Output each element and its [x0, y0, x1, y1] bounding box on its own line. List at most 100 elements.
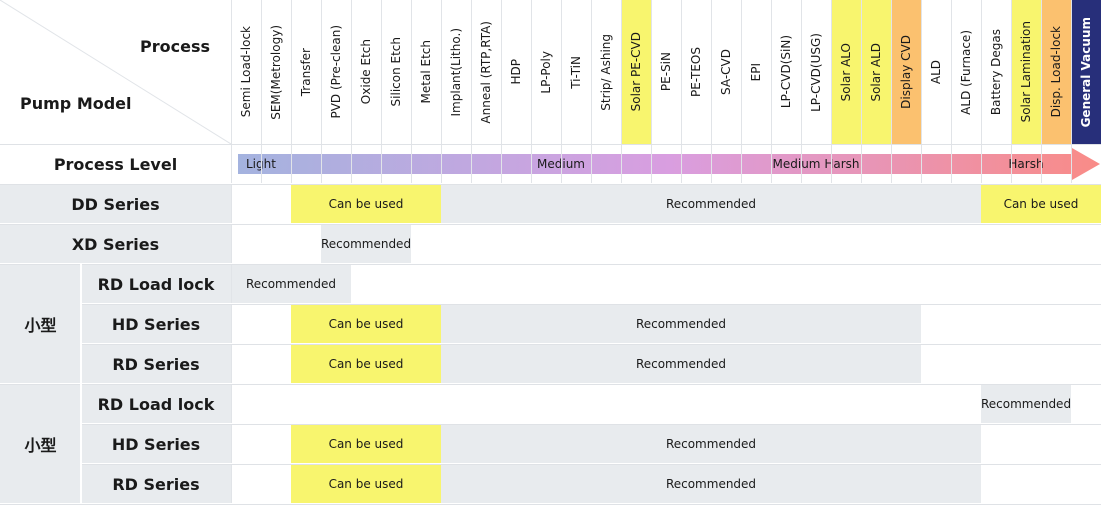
process-label: ALD (Furnace) [959, 29, 973, 115]
corner-diagonal [0, 0, 231, 144]
process-level-harsh: Harsh [1008, 157, 1044, 171]
process-label: Display CVD [899, 35, 913, 109]
row-divider-line [0, 264, 1101, 265]
pump-model-label: RD Load lock [81, 384, 231, 424]
column-divider [561, 0, 562, 184]
process-label: LP-CVD(SiN) [779, 35, 793, 109]
row-divider-line [0, 224, 1101, 225]
process-label: Ti-TiN [569, 55, 583, 89]
can-be-used-cell: Can be used [981, 184, 1101, 224]
column-divider [801, 0, 802, 184]
process-level-medium-harsh: Medium Harsh [772, 157, 860, 171]
pump-model-label: HD Series [81, 304, 231, 344]
process-column: LP-CVD(USG) [801, 0, 831, 144]
group-divider [80, 384, 82, 504]
row-divider-line [81, 304, 1101, 305]
process-label: EPI [749, 62, 763, 82]
can-be-used-cell: Can be used [291, 424, 441, 464]
process-column: Silicon Etch [381, 0, 411, 144]
recommended-cell: Recommended [231, 264, 351, 304]
column-divider [381, 0, 382, 184]
column-divider [411, 0, 412, 184]
pump-model-label: HD Series [81, 424, 231, 464]
label-divider [231, 0, 232, 504]
can-be-used-cell: Can be used [291, 304, 441, 344]
process-label: Solar Lamination [1019, 21, 1033, 123]
process-column: HDP [501, 0, 531, 144]
column-divider [441, 0, 442, 184]
process-label: Solar PE-CVD [629, 32, 643, 112]
column-divider [921, 0, 922, 184]
process-level-arrow-svg [238, 148, 1100, 180]
process-label: Silicon Etch [389, 37, 403, 107]
pump-model-label: XD Series [0, 224, 231, 264]
process-label: Solar ALO [839, 42, 853, 102]
process-label: Anneal (RTP,RTA) [479, 20, 493, 124]
process-label: ALD [929, 59, 943, 85]
process-column: Solar PE-CVD [621, 0, 651, 144]
process-label: Solar ALD [869, 42, 883, 102]
process-label: HDP [509, 59, 523, 85]
process-column: Anneal (RTP,RTA) [471, 0, 501, 144]
column-divider [651, 0, 652, 184]
process-level-light: Light [246, 152, 276, 176]
column-divider [621, 0, 622, 184]
process-column: Transfer [291, 0, 321, 144]
pump-model-label: RD Series [81, 344, 231, 384]
recommended-cell: Recommended [441, 464, 981, 504]
column-divider [771, 0, 772, 184]
process-label: PE-TEOS [689, 46, 703, 98]
column-divider [1071, 0, 1072, 184]
recommended-cell: Recommended [981, 384, 1071, 424]
pump-model-label: RD Load lock [81, 264, 231, 304]
column-divider [501, 0, 502, 184]
column-divider [1011, 0, 1012, 184]
process-column: Oxide Etch [351, 0, 381, 144]
recommended-cell: Recommended [321, 224, 411, 264]
process-label: SEM(Metrology) [269, 24, 283, 120]
process-column: ALD [921, 0, 951, 144]
column-divider [531, 0, 532, 184]
row-divider-line [0, 184, 1101, 185]
column-divider [981, 0, 982, 184]
column-divider [351, 0, 352, 184]
recommended-cell: Recommended [441, 184, 981, 224]
process-label: Metal Etch [419, 40, 433, 104]
process-column: Disp. Load-lock [1041, 0, 1071, 144]
column-divider [831, 0, 832, 184]
process-column: Strip/ Ashing [591, 0, 621, 144]
group-label: 小型 [0, 264, 81, 384]
can-be-used-cell: Can be used [291, 184, 441, 224]
column-divider [291, 0, 292, 184]
column-divider [591, 0, 592, 184]
column-divider [951, 0, 952, 184]
process-column: LP-CVD(SiN) [771, 0, 801, 144]
process-level-medium: Medium [501, 152, 621, 176]
process-column: EPI [741, 0, 771, 144]
process-label: SA-CVD [719, 49, 733, 95]
group-label: 小型 [0, 384, 81, 504]
process-column: LP-Poly [531, 0, 561, 144]
recommended-cell: Recommended [441, 344, 921, 384]
column-divider [681, 0, 682, 184]
process-level-label: Process Level [0, 144, 231, 184]
process-column: General Vacuum [1071, 0, 1101, 144]
can-be-used-cell: Can be used [291, 344, 441, 384]
process-column: PE-SiN [651, 0, 681, 144]
column-divider [471, 0, 472, 184]
column-divider [1041, 0, 1042, 184]
process-label: Implant(Litho.) [449, 27, 463, 117]
process-level-arrow [238, 148, 1100, 180]
process-label: LP-Poly [539, 50, 553, 94]
row-divider-line [81, 464, 1101, 465]
process-label: LP-CVD(USG) [809, 32, 823, 112]
process-column: SA-CVD [711, 0, 741, 144]
pump-model-label: RD Series [81, 464, 231, 504]
pump-model-label: DD Series [0, 184, 231, 224]
process-column: Semi Load-lock [231, 0, 261, 144]
group-divider [80, 264, 82, 384]
process-column: Ti-TiN [561, 0, 591, 144]
process-column: Solar ALO [831, 0, 861, 144]
process-column: Solar ALD [861, 0, 891, 144]
process-column: Implant(Litho.) [441, 0, 471, 144]
